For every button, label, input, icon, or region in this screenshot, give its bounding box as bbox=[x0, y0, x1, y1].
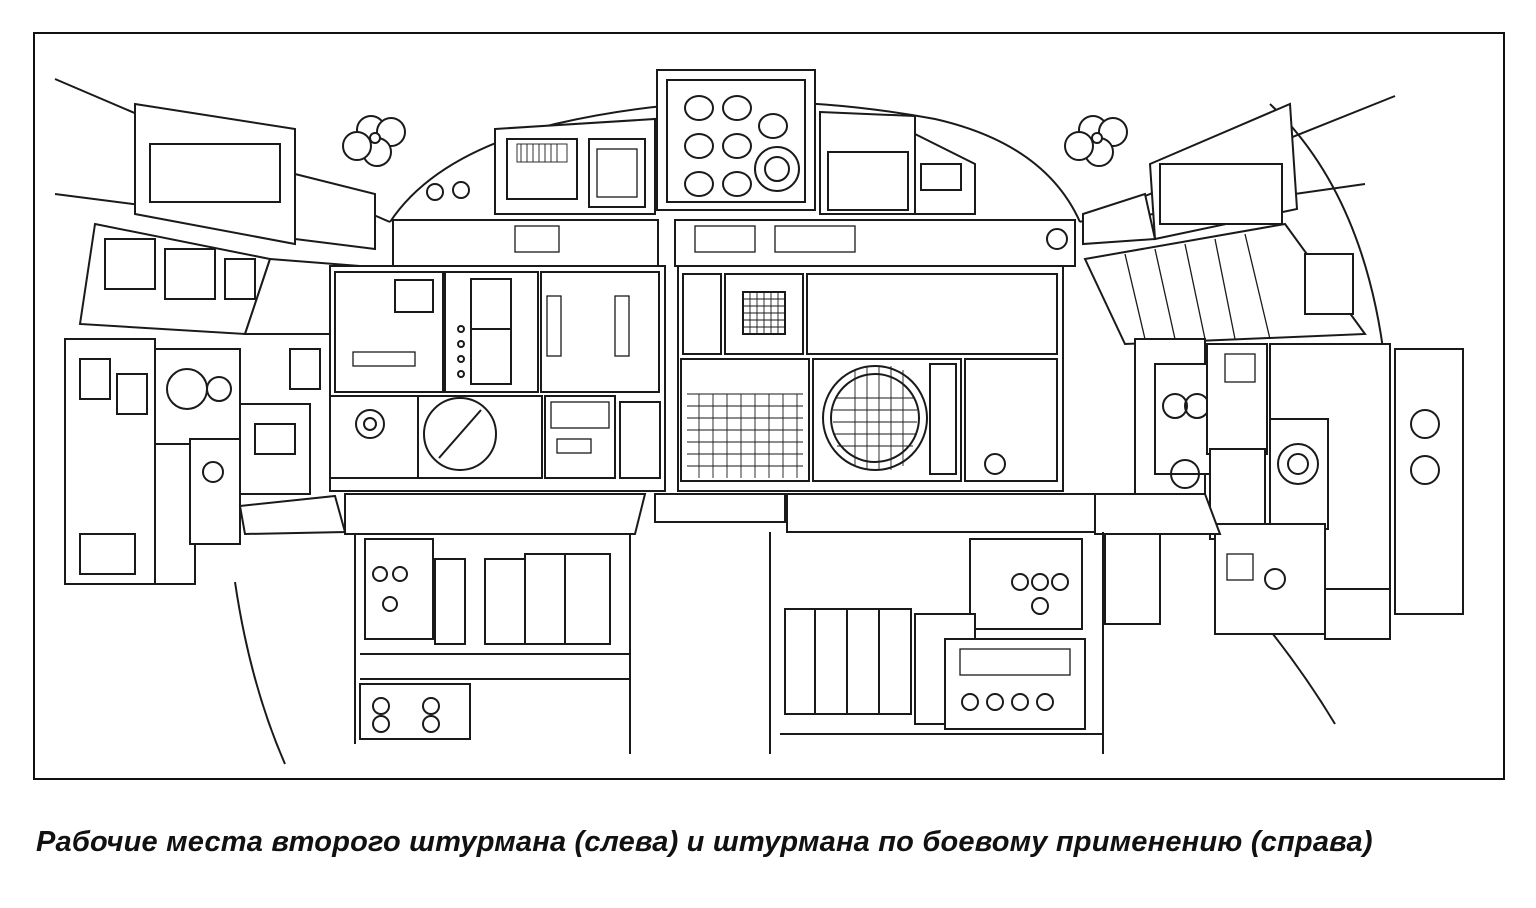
figure-caption: Рабочие места второго штурмана (слева) и… bbox=[36, 826, 1373, 858]
upper-right-console bbox=[819, 110, 976, 215]
right-wall-panels bbox=[1082, 102, 1367, 346]
upper-left-console bbox=[426, 117, 656, 215]
left-wall-panels bbox=[78, 102, 376, 336]
fan-right bbox=[1064, 115, 1128, 167]
equipment-left bbox=[359, 538, 630, 740]
left-navigator-console bbox=[329, 265, 666, 492]
desks bbox=[238, 493, 1222, 754]
fan-left bbox=[342, 115, 406, 167]
right-lower-panels bbox=[1134, 338, 1464, 640]
figure-frame bbox=[33, 32, 1505, 780]
left-lower-panels bbox=[64, 338, 321, 585]
equipment-right bbox=[780, 533, 1161, 735]
cockpit-line-drawing bbox=[54, 69, 1464, 765]
right-navigator-console bbox=[677, 265, 1064, 492]
overhead-instrument-block bbox=[656, 69, 816, 211]
